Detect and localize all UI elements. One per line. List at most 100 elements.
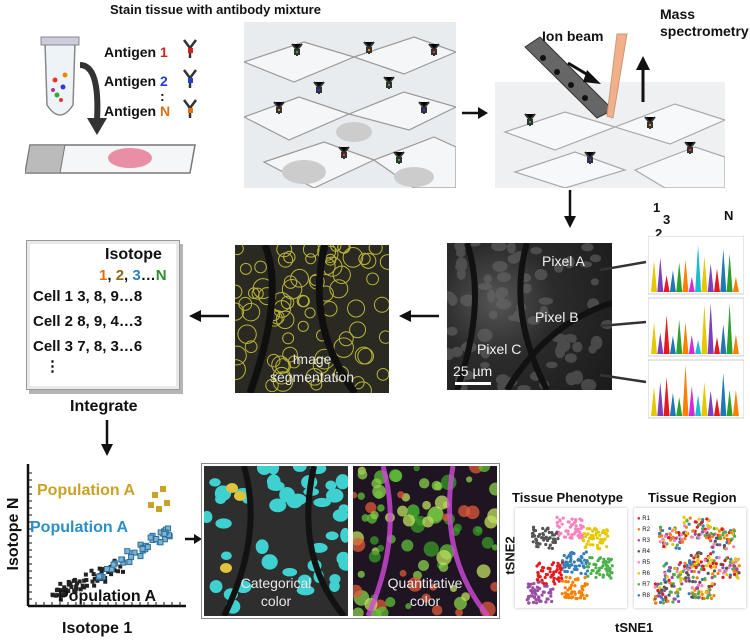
tsne-point [707, 561, 711, 565]
tsne-point [708, 525, 712, 529]
segmented-cell [280, 295, 295, 310]
tsne-point [573, 592, 577, 596]
tube [40, 36, 80, 116]
tsne-point [676, 594, 680, 598]
spectrum-peak [732, 276, 739, 292]
tsne-point [710, 558, 714, 562]
spectrum-peak [695, 339, 702, 354]
antigen-dots: : [160, 88, 165, 104]
cell-blob [565, 372, 578, 386]
tsne-point [712, 569, 717, 573]
tsne-point [658, 586, 662, 590]
tsne-point [732, 564, 736, 568]
cell-blob [477, 282, 493, 291]
tsne-point [543, 584, 547, 588]
cell-blob [483, 274, 493, 284]
quantitative-cell [413, 466, 420, 472]
segmented-cell [296, 294, 310, 308]
scatter-point [77, 579, 82, 584]
segmented-cell [347, 299, 366, 318]
quantitative-cell [422, 516, 434, 528]
tsne-point [610, 571, 614, 575]
tsne-point [552, 570, 556, 574]
tsne-point [711, 561, 715, 565]
quantitative-cell [466, 476, 473, 483]
segmented-cell [312, 357, 330, 374]
tsne-point [539, 569, 543, 573]
tsne-point [670, 575, 674, 580]
spectrum-peak [676, 397, 683, 416]
spectrum-peak [663, 275, 670, 292]
tsne-point [526, 582, 530, 586]
col-3: 3 [132, 267, 141, 284]
segmented-cell [241, 302, 261, 322]
tsne-point [657, 534, 662, 539]
tsne-point [708, 537, 712, 541]
quantitative-cell [377, 544, 385, 552]
tsne-point [551, 540, 555, 544]
tsne-point [573, 527, 578, 531]
tsne-point [553, 582, 557, 586]
row-3-values: 7, 8, 3…6 [77, 338, 143, 355]
tsne-point [732, 569, 736, 573]
tsne-point [668, 526, 672, 531]
tsne-point [579, 594, 583, 598]
tsne-point [601, 560, 605, 564]
segmented-cell [254, 260, 267, 274]
spectrum-peak [707, 390, 714, 416]
scatter-point [74, 586, 79, 591]
scatter-point [164, 500, 170, 506]
tsne-point [666, 599, 670, 603]
tsne-point [580, 561, 584, 565]
tsne-point [560, 592, 564, 596]
tsne-point [552, 533, 557, 537]
tsne-point [689, 535, 694, 539]
tsne-point [526, 595, 531, 599]
segmented-cell [271, 355, 290, 375]
tsne-point [687, 576, 691, 580]
cell-blob [580, 378, 597, 390]
col-2: 2 [115, 267, 125, 284]
tsne-point [700, 527, 705, 531]
cell-blob [564, 334, 577, 341]
scatter-point [58, 588, 63, 593]
tsne-point [732, 572, 737, 576]
tsne-point [667, 565, 672, 570]
segmented-cell [272, 371, 294, 392]
categorical-cell [338, 556, 348, 571]
tsne-point [586, 539, 590, 543]
tsne-point [677, 546, 681, 551]
segmented-cell [304, 307, 316, 319]
segmented-cell [265, 378, 279, 393]
spectrum-peak [695, 244, 702, 292]
spectrum-peak [701, 382, 708, 416]
tsne-point [567, 554, 571, 558]
tsne-point [536, 541, 540, 545]
scatter-point [83, 572, 88, 577]
tsne-point [701, 518, 705, 522]
spectrum-peak [657, 257, 664, 292]
tsne-point [531, 540, 535, 544]
tsne-point [658, 594, 662, 598]
tsne-point [705, 517, 709, 521]
quantitative-cells [353, 466, 497, 616]
tsne-point [702, 596, 706, 601]
tsne-point [603, 537, 607, 541]
spectrum-panels [648, 236, 744, 419]
tsne-point [550, 563, 554, 567]
tsne1-label: tSNE1 [615, 620, 654, 635]
cell-blob [530, 247, 543, 255]
tsne-point [590, 568, 594, 573]
quantitative-cell [434, 495, 449, 510]
categorical-cell [279, 487, 295, 503]
tsne-point [595, 536, 599, 540]
segmented-cell [317, 245, 337, 261]
antibody-n-icon [183, 99, 197, 118]
segmented-cell [349, 321, 367, 339]
tsne-point [658, 540, 662, 544]
tsne-point [563, 595, 567, 599]
tsne-point [574, 524, 578, 528]
tsne-point [559, 573, 563, 577]
tsne-point [605, 529, 610, 533]
segmented-cell [239, 262, 252, 275]
